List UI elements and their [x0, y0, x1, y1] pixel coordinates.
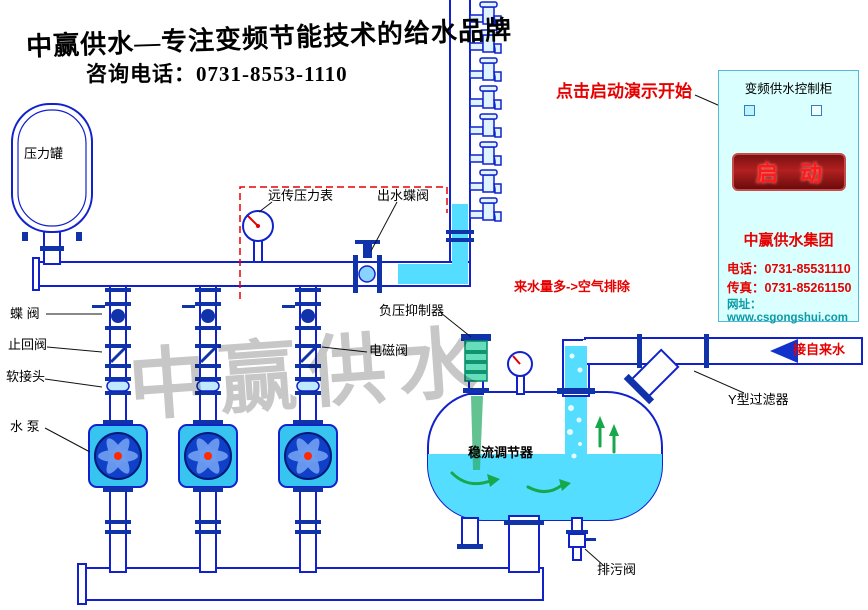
label-remote-gauge: 远传压力表 [268, 188, 334, 203]
faucet-icon [469, 141, 502, 166]
pressure-tank [11, 103, 93, 265]
label-drain-valve: 排污阀 [597, 562, 637, 577]
label-air-exhaust: 来水量多->空气排除 [514, 279, 630, 294]
flow-regulator-tank [427, 391, 663, 573]
cabinet-phone: 电话：0731-85531110 [727, 262, 851, 276]
pump-branch-2 [177, 284, 239, 574]
cabinet-title: 变频供水控制柜 [744, 82, 833, 96]
faucet-icon [469, 113, 502, 138]
label-soft-joint: 软接头 [6, 369, 46, 384]
pump-branch-1 [87, 284, 149, 574]
label-solenoid-valve: 电磁阀 [369, 343, 409, 358]
label-y-filter: Y型过滤器 [728, 392, 789, 407]
label-outlet-valve: 出水蝶阀 [377, 188, 430, 203]
cabinet-company-name: 中赢供水集团 [743, 232, 834, 249]
label-pressure-tank: 压力罐 [24, 146, 64, 161]
inlet-pipe [557, 334, 863, 405]
label-pump: 水 泵 [10, 419, 40, 434]
hotline-phone: 咨询电话：0731-8553-1110 [86, 62, 348, 86]
indicator-light-1 [744, 105, 755, 116]
signal-dashed-line [239, 186, 448, 299]
outlet-butterfly-valve [353, 240, 382, 293]
label-tap-water-inlet: 接自来水 [793, 342, 846, 357]
indicator-light-2 [811, 105, 822, 116]
faucet-icon [469, 169, 502, 194]
tank-suction-elbow [508, 515, 540, 573]
demo-start-hint: 点击启动演示开始 [556, 82, 692, 101]
vacuum-suppressor [461, 334, 491, 395]
label-vacuum-suppressor: 负压抑制器 [379, 303, 445, 318]
start-button[interactable]: 启 动 [732, 153, 846, 191]
cabinet-fax: 传真：0731-85261150 [727, 281, 852, 295]
y-filter [623, 348, 680, 405]
drain-valve [566, 517, 596, 561]
label-flow-regulator: 稳流调节器 [468, 445, 534, 460]
faucet-icon [469, 85, 502, 110]
label-butterfly-valve: 蝶 阀 [10, 306, 40, 321]
tank-pressure-gauge [507, 351, 533, 395]
control-cabinet-panel: 变频供水控制柜 启 动 中赢供水集团 电话：0731-85531110 传真：0… [718, 70, 859, 324]
leader-lines [44, 94, 745, 566]
cabinet-website: 网址：www.csgongshui.com [727, 299, 848, 324]
flow-arrow-icon [770, 339, 798, 363]
pump-branch-3 [277, 284, 339, 574]
remote-pressure-gauge [242, 210, 274, 263]
suction-header-pipe [77, 563, 544, 605]
faucet-icon [469, 57, 502, 82]
faucet-icon [469, 197, 502, 222]
label-check-valve: 止回阀 [8, 337, 48, 352]
